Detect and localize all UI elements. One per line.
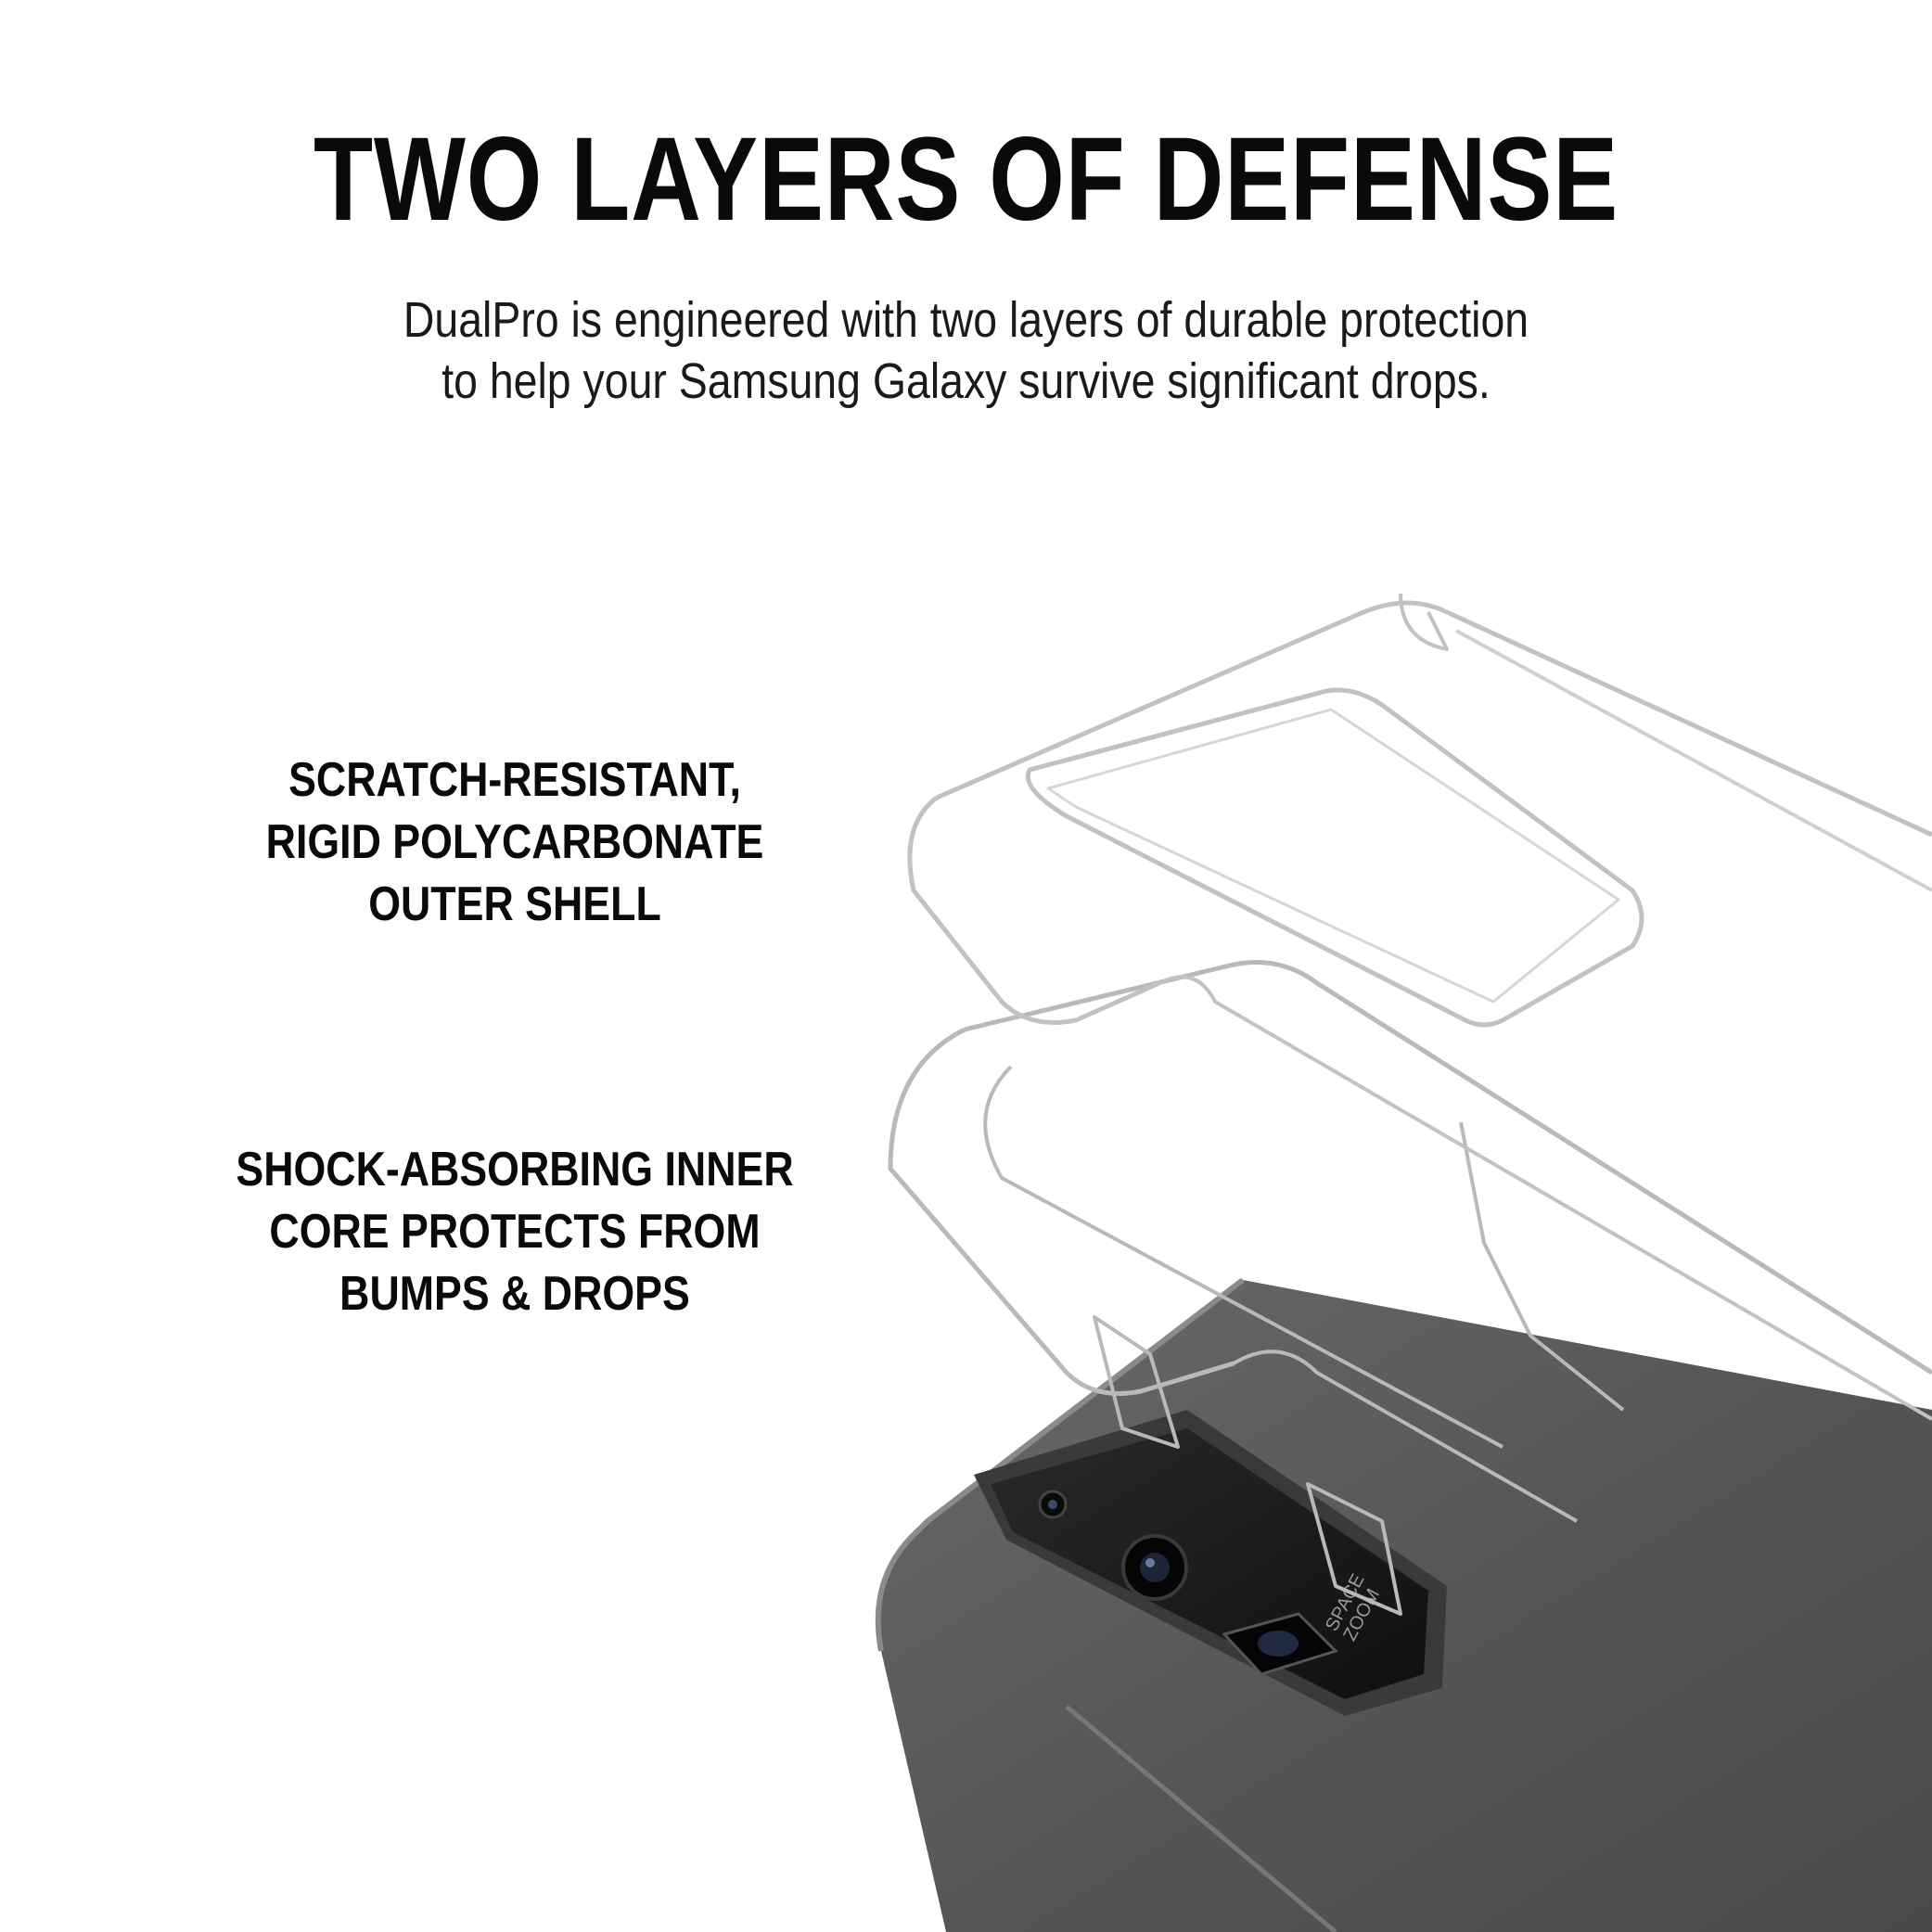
camera-lens-icon [1038,1490,1068,1519]
page-title: TWO LAYERS OF DEFENSE [313,113,1619,246]
outer-shell-callout: SCRATCH-RESISTANT, RIGID POLYCARBONATE O… [208,749,822,936]
subtitle-line: to help your Samsung Galaxy survive sign… [441,353,1491,409]
page-subtitle: DualPro is engineered with two layers of… [135,289,1797,412]
inner-core-case [888,960,1932,1616]
zoom-camera-lens-icon [1222,1612,1338,1676]
inner-core-callout: SHOCK-ABSORBING INNER CORE PROTECTS FROM… [208,1139,822,1325]
callout-line: OUTER SHELL [368,877,661,931]
camera-module: SPACE ZOOM [974,1410,1447,1716]
callout-line: RIGID POLYCARBONATE [265,815,764,869]
callout-line: CORE PROTECTS FROM [269,1205,761,1259]
outer-shell-case [907,593,1932,1421]
subtitle-line: DualPro is engineered with two layers of… [403,292,1529,348]
callout-line: BUMPS & DROPS [339,1267,690,1321]
callout-line: SHOCK-ABSORBING INNER [236,1143,794,1196]
main-camera-lens-icon [1121,1534,1188,1601]
callout-line: SCRATCH-RESISTANT, [288,753,741,807]
